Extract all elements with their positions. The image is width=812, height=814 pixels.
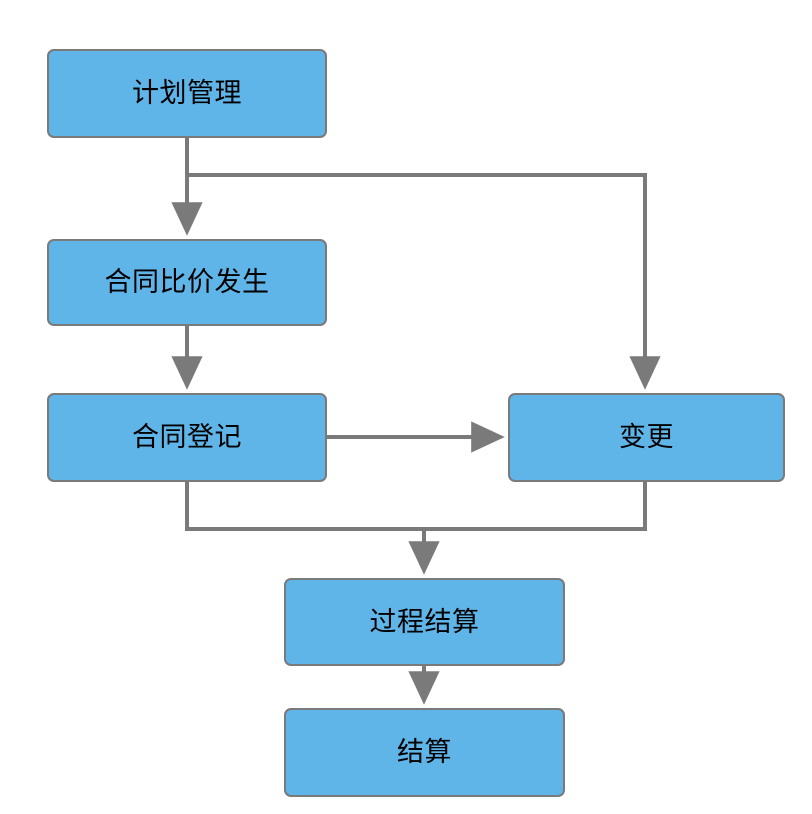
node-plan[interactable]: 计划管理	[47, 49, 327, 138]
node-progress-settlement-label: 过程结算	[369, 606, 480, 638]
node-change[interactable]: 变更	[508, 393, 785, 482]
node-change-label: 变更	[619, 422, 674, 453]
node-contract-comparison-label: 合同比价发生	[104, 267, 270, 298]
node-contract-registration-label: 合同登记	[132, 422, 242, 453]
node-progress-settlement[interactable]: 过程结算	[284, 578, 565, 666]
node-plan-label: 计划管理	[132, 78, 242, 109]
node-contract-registration[interactable]: 合同登记	[47, 393, 327, 482]
node-settlement[interactable]: 结算	[284, 708, 565, 797]
edge-change-to-bus	[424, 482, 647, 531]
edge-plan-to-change	[187, 173, 661, 390]
node-settlement-label: 结算	[397, 737, 452, 768]
node-contract-comparison[interactable]: 合同比价发生	[47, 239, 327, 326]
edge-register-to-progress	[185, 482, 440, 575]
